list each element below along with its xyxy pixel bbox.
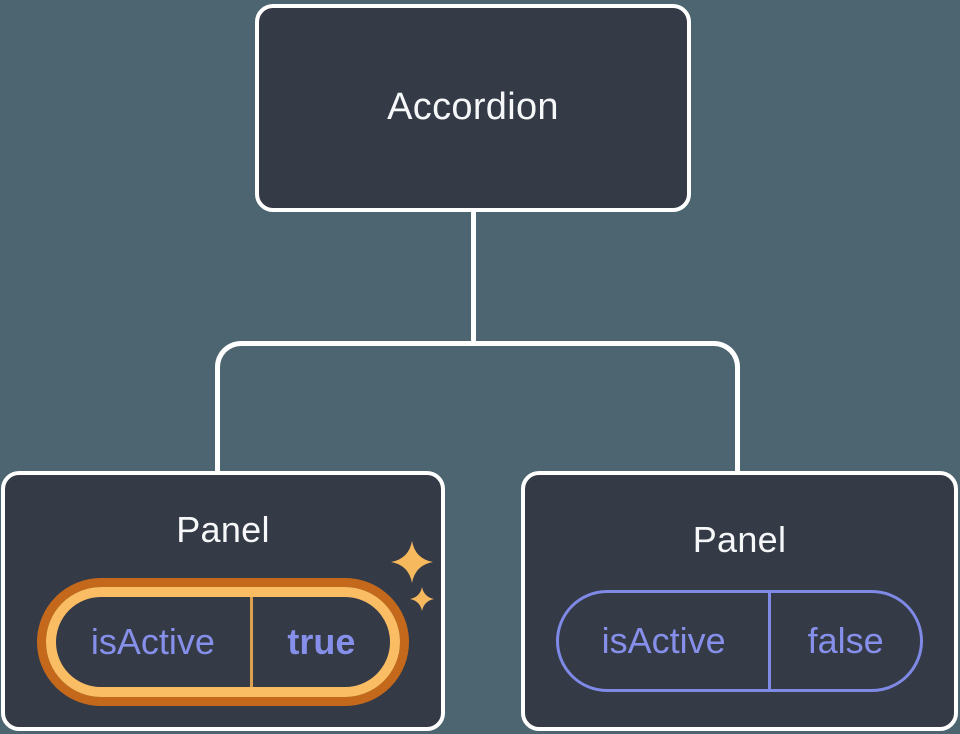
component-node-panel-inactive: Panel isActive false (521, 471, 958, 731)
sparkle-icon (391, 541, 434, 611)
pill-divider (249, 597, 253, 688)
prop-value-label: false (807, 620, 884, 662)
prop-name-label: isActive (601, 620, 726, 662)
pill-divider (768, 593, 772, 690)
panel-node-title: Panel (692, 519, 787, 560)
state-pill-active-inner: isActive true (46, 587, 400, 698)
state-pill-inactive: isActive false (556, 590, 923, 693)
connector-branch-line (215, 341, 740, 472)
prop-name-label: isActive (90, 621, 215, 663)
component-node-accordion: Accordion (255, 4, 691, 212)
prop-value-label: true (287, 621, 356, 663)
panel-node-title: Panel (176, 509, 270, 550)
accordion-node-title: Accordion (387, 86, 559, 129)
component-node-panel-active: Panel isActive true (1, 471, 445, 731)
connector-stem-line (471, 210, 476, 344)
state-pill-active: isActive true (37, 578, 409, 707)
